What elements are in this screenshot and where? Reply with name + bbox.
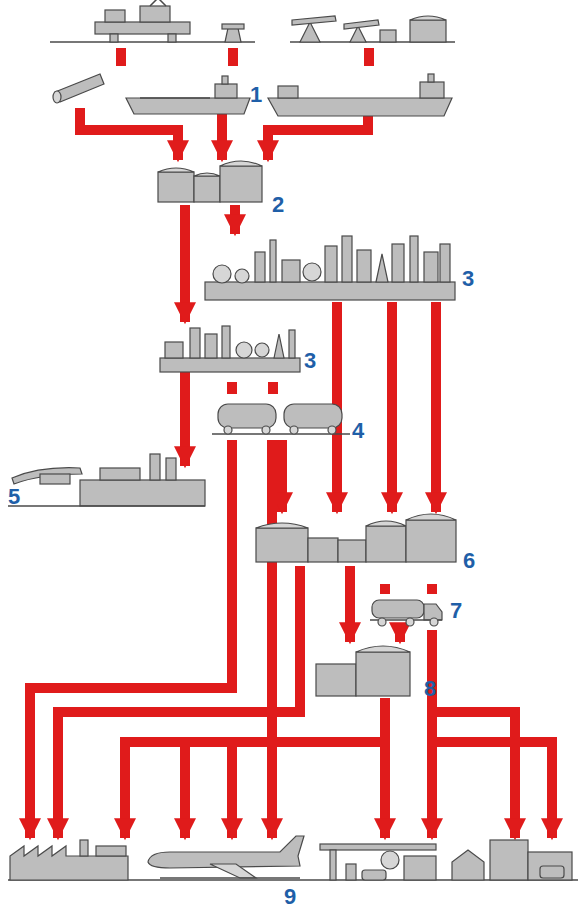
rail-tank-cars: [212, 404, 350, 434]
flow-arrows: [30, 48, 552, 838]
callout-number: 7: [450, 600, 462, 622]
refinery: [160, 326, 300, 372]
callout-number: 9: [284, 886, 296, 908]
local-storage: [316, 646, 410, 696]
crude-terminal: [158, 161, 262, 202]
storage-depot: [256, 514, 456, 562]
callout-number: 3: [304, 350, 316, 372]
power-plant: [8, 454, 205, 506]
end-users: [8, 836, 578, 880]
callout-number: 8: [424, 678, 436, 700]
callout-number: 1: [250, 84, 262, 106]
callout-number: 4: [352, 420, 364, 442]
callout-number: 6: [463, 550, 475, 572]
production-sites: [50, 0, 455, 116]
refinery: [205, 236, 455, 300]
callout-number: 2: [272, 194, 284, 216]
callout-number: 3: [462, 268, 474, 290]
callout-number: 5: [8, 486, 20, 508]
road-tanker: [370, 600, 442, 626]
